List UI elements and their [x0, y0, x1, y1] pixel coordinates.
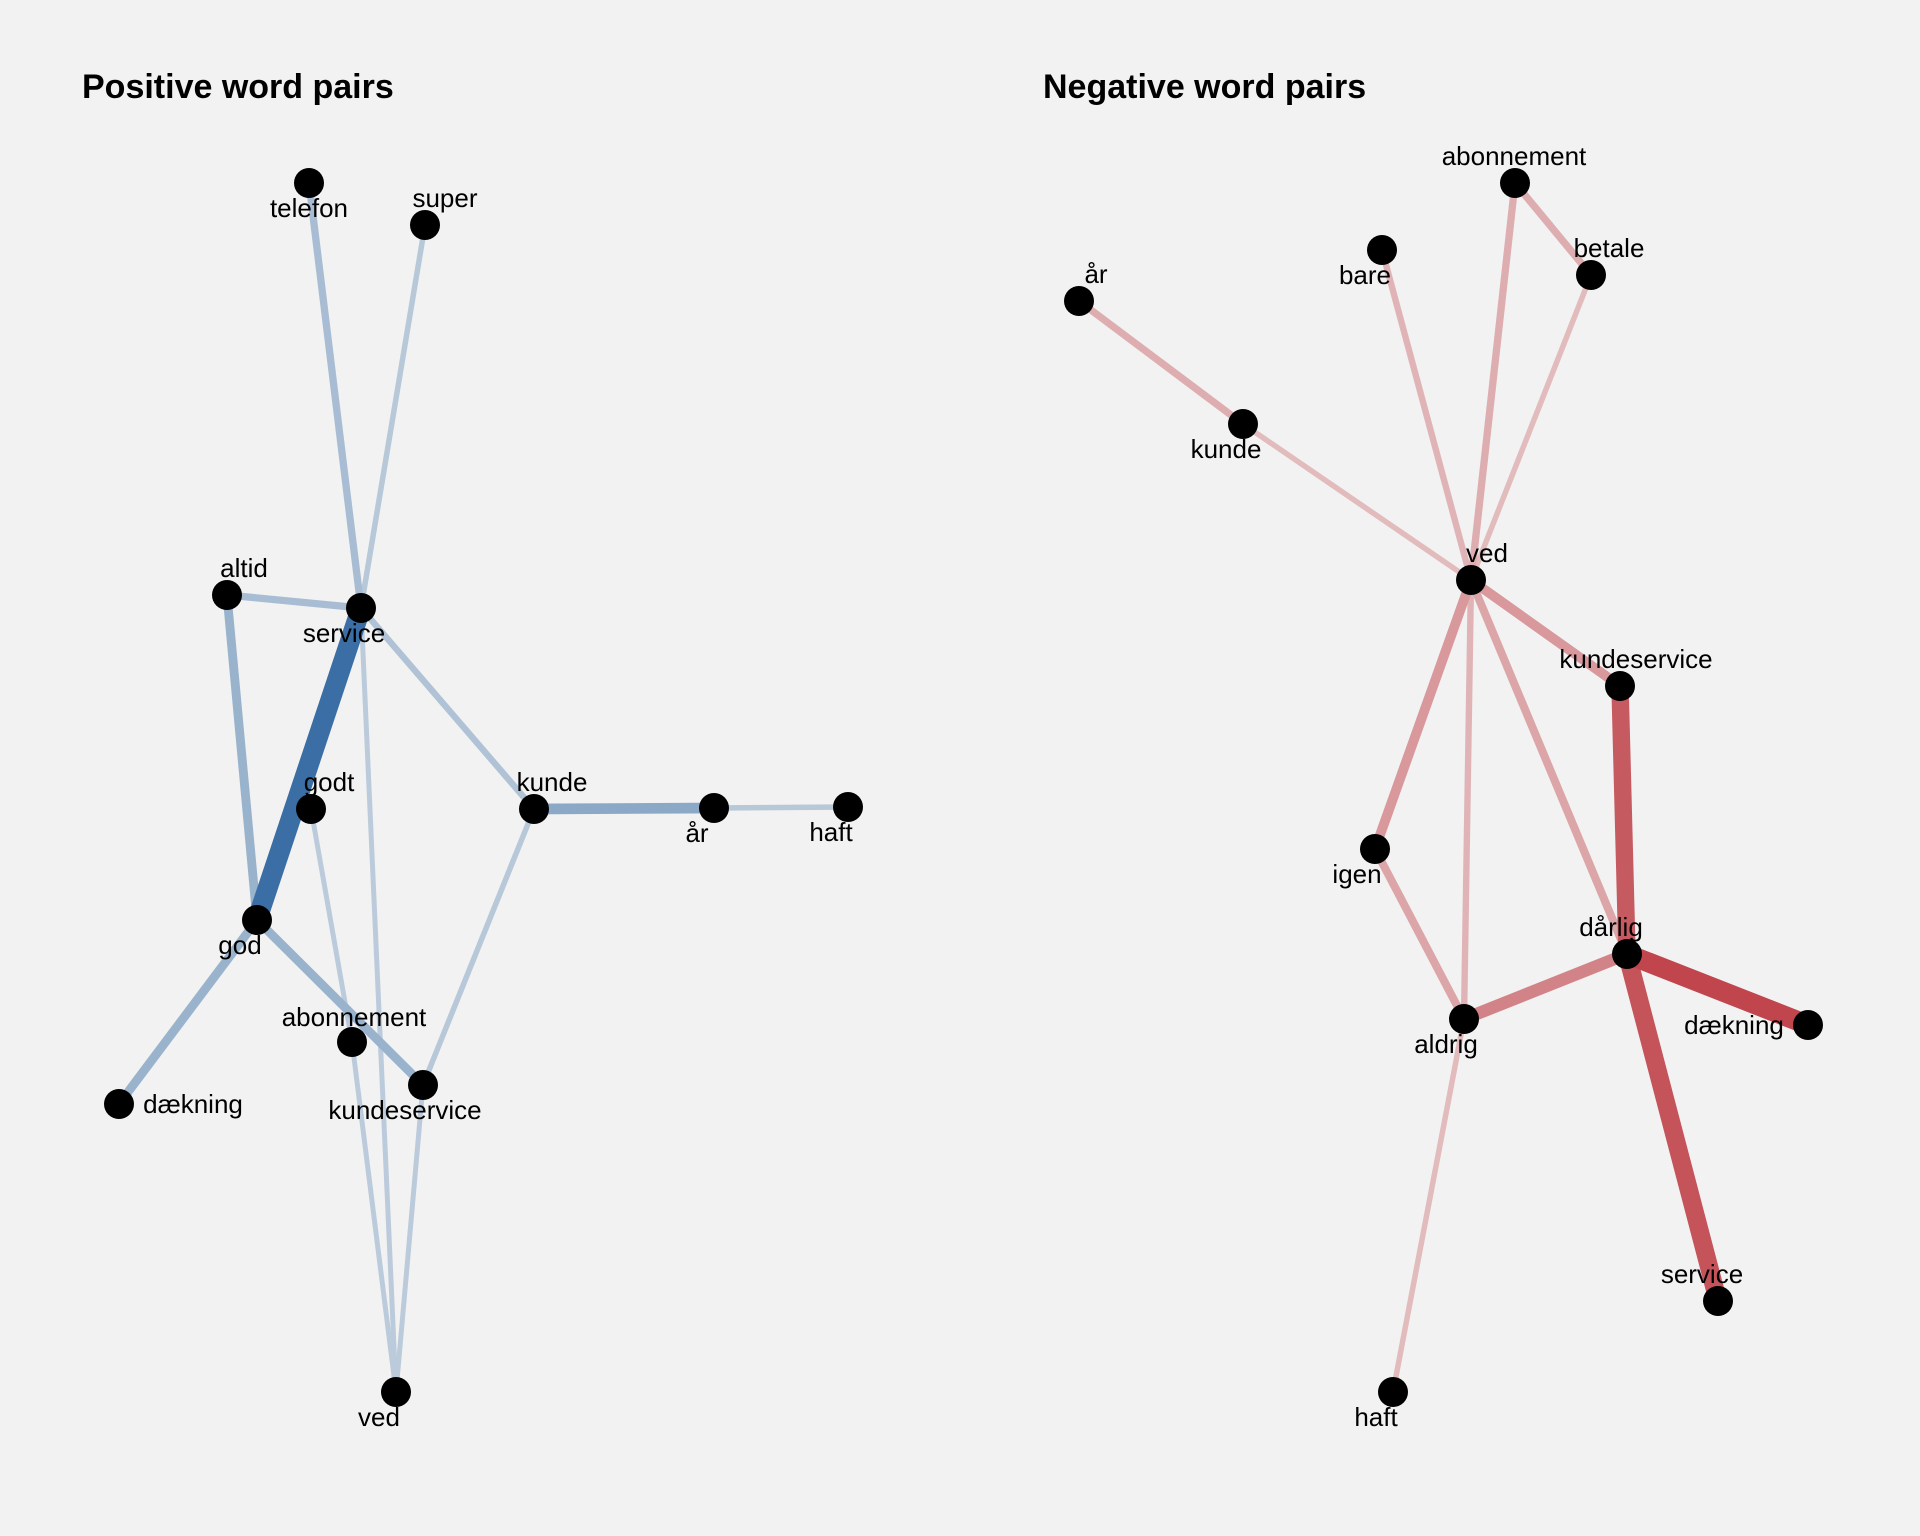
- negative-node-label-haft: haft: [1354, 1402, 1398, 1432]
- negative-edge-aar-kunde: [1076, 298, 1246, 427]
- negative-edge-ved-igen: [1370, 578, 1476, 851]
- positive-edge-god-kundeservice: [253, 916, 427, 1089]
- negative-node-betale: [1576, 260, 1606, 290]
- positive-node-godt: [296, 794, 326, 824]
- negative-node-haft: [1378, 1377, 1408, 1407]
- positive-node-label-daekning: dækning: [143, 1089, 243, 1119]
- positive-edge-kundeservice-ved: [393, 1084, 426, 1393]
- positive-edge-telefon-service: [305, 182, 365, 609]
- positive-node-label-haft: haft: [809, 817, 853, 847]
- negative-edge-kunde-ved: [1241, 421, 1473, 583]
- negative-edge-aldrig-haft: [1390, 1018, 1467, 1393]
- positive-node-label-godt: godt: [304, 767, 355, 797]
- negative-panel-title: Negative word pairs: [1043, 68, 1367, 106]
- negative-edge-ved-kundeservice: [1468, 576, 1623, 690]
- negative-node-label-daekning: dækning: [1684, 1010, 1784, 1040]
- negative-node-aldrig: [1449, 1004, 1479, 1034]
- positive-node-kunde: [519, 794, 549, 824]
- negative-node-label-kunde: kunde: [1191, 434, 1262, 464]
- positive-panel-title: Positive word pairs: [82, 68, 394, 106]
- positive-labels: telefon super altid service godt kunde år haft g…: [143, 183, 853, 1432]
- positive-node-abonnement: [337, 1027, 367, 1057]
- negative-edges: [1076, 180, 1812, 1393]
- negative-node-ved: [1456, 565, 1486, 595]
- positive-node-kundeservice: [408, 1070, 438, 1100]
- negative-node-abonnement: [1500, 168, 1530, 198]
- positive-node-label-service: service: [303, 618, 385, 648]
- negative-node-label-ved: ved: [1466, 538, 1508, 568]
- positive-edge-god-daekning: [115, 917, 261, 1107]
- positive-edge-service-ved: [358, 607, 399, 1393]
- positive-node-service: [346, 593, 376, 623]
- positive-edge-altid-god: [222, 594, 262, 921]
- positive-node-label-kunde: kunde: [517, 767, 588, 797]
- negative-node-kunde: [1228, 409, 1258, 439]
- negative-edge-abonnement-betale: [1512, 180, 1594, 278]
- negative-node-service: [1703, 1286, 1733, 1316]
- negative-edge-ved-aldrig: [1460, 579, 1475, 1020]
- positive-node-label-altid: altid: [220, 553, 268, 583]
- positive-edge-service-kunde: [358, 605, 537, 812]
- positive-node-daekning: [104, 1089, 134, 1119]
- positive-node-altid: [212, 580, 242, 610]
- positive-node-label-abonnement: abonnement: [282, 1002, 427, 1032]
- negative-node-aar: [1064, 286, 1094, 316]
- positive-node-telefon: [294, 168, 324, 198]
- positive-node-label-super: super: [412, 183, 477, 213]
- positive-edge-super-service: [358, 224, 428, 609]
- negative-node-label-aar: år: [1084, 259, 1107, 289]
- negative-network: abonnement betale bare år kunde ved kundeservi…: [1064, 141, 1823, 1432]
- positive-node-label-ved: ved: [358, 1402, 400, 1432]
- positive-node-label-aar: år: [685, 818, 708, 848]
- negative-node-igen: [1360, 834, 1390, 864]
- positive-node-haft: [833, 792, 863, 822]
- positive-network: telefon super altid service godt kunde år haft g…: [104, 168, 863, 1432]
- negative-edge-bare-ved: [1378, 249, 1475, 581]
- positive-edges: [115, 182, 849, 1393]
- negative-edge-abonnement-ved: [1467, 182, 1519, 581]
- negative-edge-aldrig-daarlig: [1461, 948, 1630, 1025]
- negative-edge-betale-ved: [1468, 273, 1594, 582]
- positive-edge-altid-service: [226, 591, 362, 612]
- negative-node-bare: [1367, 235, 1397, 265]
- negative-node-kundeservice: [1605, 671, 1635, 701]
- negative-edge-kundeservice-daarlig: [1611, 685, 1636, 955]
- positive-edge-aar-haft: [713, 804, 849, 811]
- positive-node-label-kundeservice: kundeservice: [328, 1095, 481, 1125]
- negative-edge-daarlig-daekning: [1623, 944, 1812, 1035]
- negative-node-label-abonnement: abonnement: [1442, 141, 1587, 171]
- negative-node-daekning: [1793, 1010, 1823, 1040]
- positive-edge-service-god: [247, 604, 371, 924]
- positive-edge-kunde-aar: [533, 802, 715, 815]
- negative-nodes: [1064, 168, 1823, 1407]
- negative-node-label-aldrig: aldrig: [1414, 1029, 1478, 1059]
- positive-nodes: [104, 168, 863, 1407]
- positive-edge-kunde-kundeservice: [420, 807, 537, 1087]
- negative-node-label-daarlig: dårlig: [1579, 912, 1643, 942]
- positive-node-super: [410, 210, 440, 240]
- positive-node-label-god: god: [218, 930, 261, 960]
- positive-node-label-telefon: telefon: [270, 193, 348, 223]
- negative-node-label-bare: bare: [1339, 260, 1391, 290]
- negative-node-daarlig: [1612, 939, 1642, 969]
- negative-node-label-betale: betale: [1574, 233, 1645, 263]
- positive-node-ved: [381, 1377, 411, 1407]
- positive-edge-abonnement-ved: [349, 1041, 399, 1393]
- negative-node-label-service: service: [1661, 1259, 1743, 1289]
- negative-edge-igen-aldrig: [1371, 847, 1468, 1021]
- positive-node-god: [242, 905, 272, 935]
- negative-node-label-kundeservice: kundeservice: [1559, 644, 1712, 674]
- positive-node-aar: [699, 793, 729, 823]
- negative-node-label-igen: igen: [1332, 859, 1381, 889]
- negative-edge-ved-daarlig: [1467, 578, 1631, 956]
- negative-labels: abonnement betale bare år kunde ved kundeservi…: [1084, 141, 1783, 1432]
- negative-edge-daarlig-service: [1618, 951, 1727, 1304]
